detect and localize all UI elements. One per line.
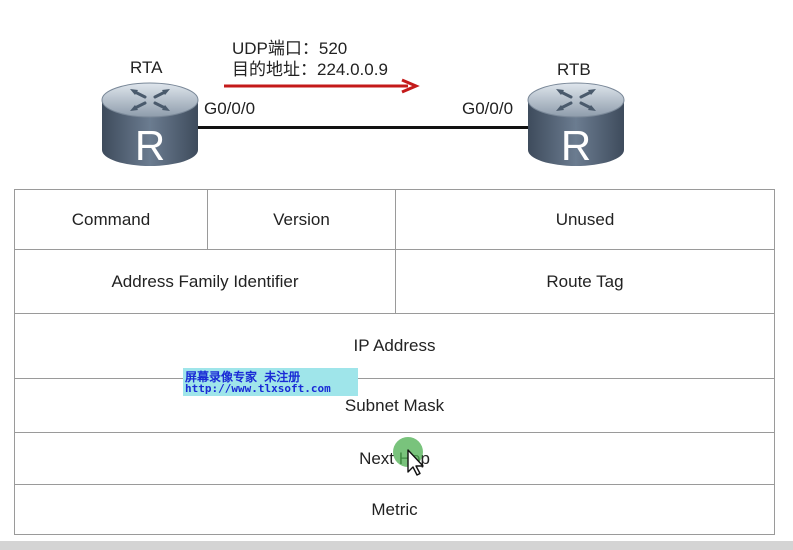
watermark-url: http://www.tlxsoft.com <box>185 382 331 395</box>
version-field: Version <box>207 189 396 250</box>
packet-row-metric: Metric <box>14 484 775 535</box>
udp-port-text: UDP端口：520 <box>232 39 348 58</box>
rta-interface-label: G0/0/0 <box>204 99 256 118</box>
rta-router-icon: R <box>101 82 199 168</box>
packet-row-ip: IP Address <box>14 313 775 379</box>
svg-text:R: R <box>135 122 165 168</box>
dest-address-text: 目的地址：224.0.0.9 <box>232 60 388 79</box>
ip-address-field: IP Address <box>14 313 775 379</box>
watermark-title: 屏幕录像专家 未注册 <box>185 370 301 384</box>
rtb-label: RTB <box>557 60 591 79</box>
rta-label: RTA <box>130 58 163 77</box>
udp-info: UDP端口：520 目的地址：224.0.0.9 <box>232 38 388 80</box>
bottom-bar <box>0 541 793 550</box>
metric-field: Metric <box>14 484 775 535</box>
packet-row-afi: Address Family Identifier Route Tag <box>14 249 775 314</box>
recorder-watermark: 屏幕录像专家 未注册 http://www.tlxsoft.com <box>183 368 358 396</box>
rtb-router-icon: R <box>527 82 625 168</box>
rip-packet-format-table: Command Version Unused Address Family Id… <box>14 189 775 535</box>
mouse-cursor-icon <box>393 437 424 476</box>
route-tag-field: Route Tag <box>395 249 775 314</box>
svg-text:R: R <box>561 122 591 168</box>
unused-field: Unused <box>395 189 775 250</box>
link-line <box>198 126 528 129</box>
afi-field: Address Family Identifier <box>14 249 396 314</box>
subnet-mask-field: Subnet Mask <box>14 378 775 433</box>
command-field: Command <box>14 189 208 250</box>
rtb-interface-label: G0/0/0 <box>462 99 514 118</box>
packet-row-header: Command Version Unused <box>14 189 775 250</box>
multicast-arrow <box>224 78 420 94</box>
packet-row-mask: Subnet Mask <box>14 378 775 433</box>
